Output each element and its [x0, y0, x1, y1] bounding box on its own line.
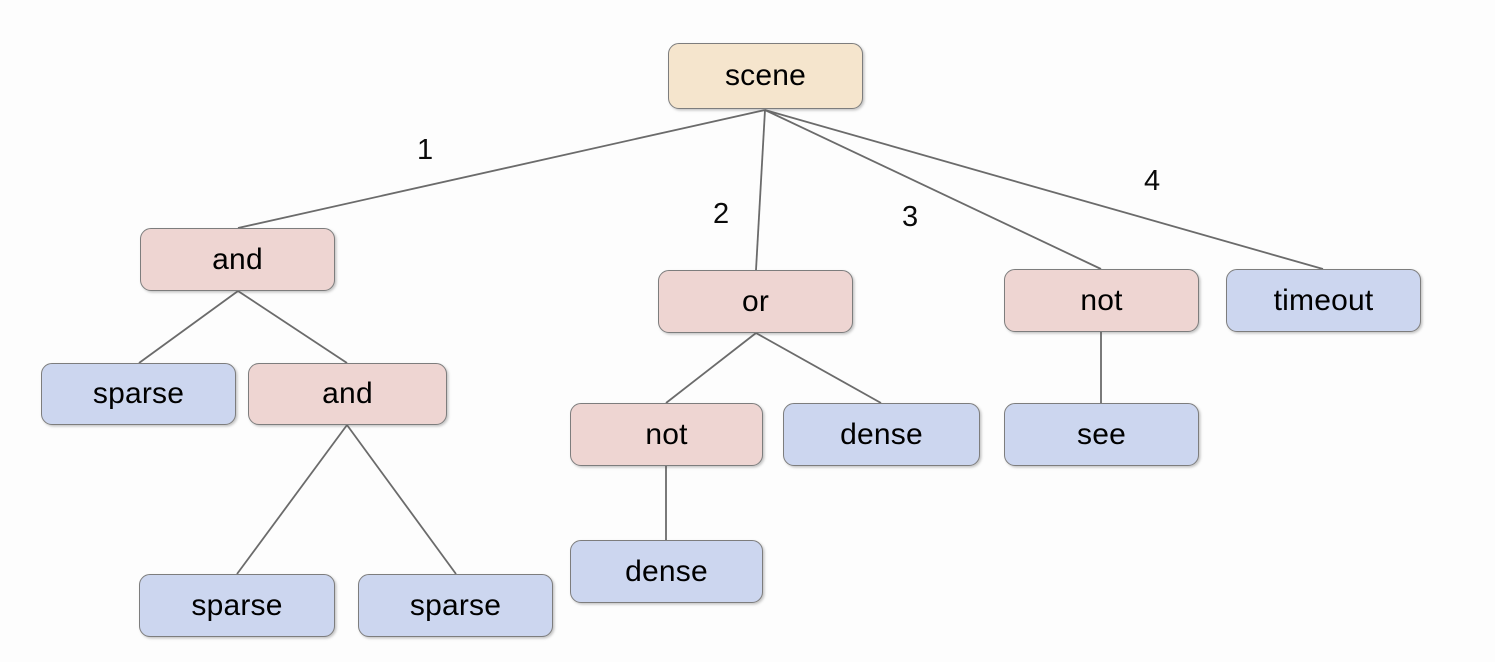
tree-edge-and1-to-and2	[237, 290, 348, 364]
tree-edge-or1-to-not2	[665, 332, 757, 404]
tree-node-label: not	[1080, 283, 1123, 317]
tree-node-not1[interactable]: not	[1004, 269, 1199, 332]
tree-node-not2[interactable]: not	[570, 403, 763, 466]
tree-edge-and1-to-sparse1	[138, 290, 239, 364]
tree-edge-or1-to-dense1	[755, 332, 882, 404]
tree-node-and2[interactable]: and	[248, 363, 447, 425]
tree-node-see[interactable]: see	[1004, 403, 1199, 466]
tree-node-label: scene	[724, 59, 807, 92]
tree-node-label: timeout	[1273, 283, 1374, 317]
tree-node-dense2[interactable]: dense	[570, 540, 763, 603]
tree-node-label: sparse	[92, 377, 185, 410]
edge-label-2: 2	[713, 198, 730, 230]
tree-node-timeout[interactable]: timeout	[1226, 269, 1421, 332]
tree-edge-and2-to-sparse3	[346, 424, 457, 575]
edge-label-3: 3	[902, 201, 919, 233]
tree-node-label: or	[741, 284, 770, 318]
tree-edge-scene-to-not1	[764, 109, 1102, 270]
tree-edge-scene-to-timeout	[764, 109, 1324, 270]
tree-node-dense1[interactable]: dense	[783, 403, 980, 466]
tree-edge-scene-to-and1	[237, 109, 766, 229]
edge-label-1: 1	[417, 134, 434, 166]
tree-node-sparse3[interactable]: sparse	[358, 574, 553, 637]
tree-node-scene[interactable]: scene	[668, 43, 863, 109]
tree-node-and1[interactable]: and	[140, 228, 335, 291]
tree-node-or1[interactable]: or	[658, 270, 853, 333]
tree-node-label: not	[645, 417, 688, 451]
tree-edge-and2-to-sparse2	[236, 424, 348, 575]
tree-node-label: and	[212, 242, 263, 276]
tree-node-label: dense	[840, 417, 923, 451]
edge-label-4: 4	[1144, 165, 1161, 197]
tree-node-label: sparse	[409, 588, 502, 622]
tree-node-sparse1[interactable]: sparse	[41, 363, 236, 425]
tree-node-sparse2[interactable]: sparse	[139, 574, 335, 637]
tree-node-label: see	[1077, 417, 1126, 451]
tree-edge-scene-to-or1	[755, 109, 766, 271]
tree-node-label: sparse	[191, 588, 283, 622]
tree-node-label: and	[322, 377, 373, 410]
tree-node-label: dense	[625, 554, 708, 588]
